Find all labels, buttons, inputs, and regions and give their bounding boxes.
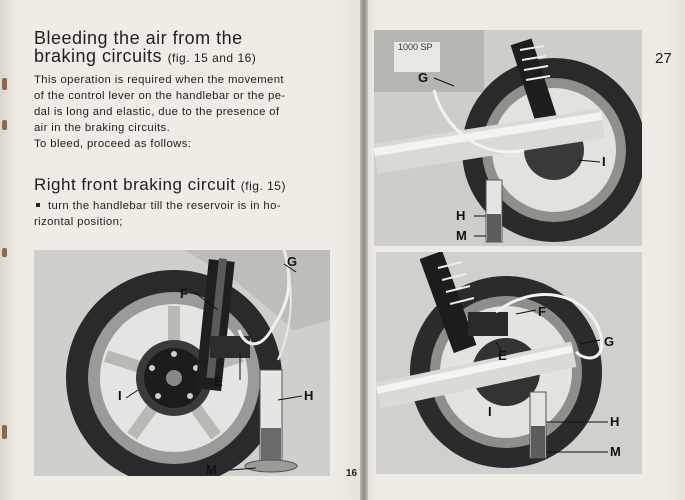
intro-line: dal is long and elastic, due to the pres… bbox=[34, 106, 280, 118]
title-text: braking circuits bbox=[34, 46, 163, 66]
figure-top-photo: 1000 SP G I H M bbox=[374, 30, 642, 246]
left-page-number: 16 bbox=[346, 468, 358, 479]
label-g: G bbox=[418, 70, 428, 85]
rust-mark bbox=[2, 120, 7, 130]
intro-line: air in the braking circuits. bbox=[34, 122, 171, 134]
label-i: I bbox=[118, 388, 122, 403]
label-m: M bbox=[206, 462, 217, 476]
intro-line: To bleed, proceed as follows: bbox=[34, 138, 192, 150]
step-paragraph: turn the handlebar till the reservoir is… bbox=[34, 198, 281, 230]
label-m: M bbox=[610, 444, 621, 459]
label-h: H bbox=[456, 208, 465, 223]
label-i: I bbox=[488, 404, 492, 419]
section-title: Right front braking circuit bbox=[34, 175, 236, 194]
rust-mark bbox=[2, 425, 7, 439]
step-line: rizontal position; bbox=[34, 216, 123, 228]
title-figure-ref: (fig. 15 and 16) bbox=[167, 51, 257, 65]
right-page-number: 27 bbox=[655, 50, 672, 67]
section-heading: Right front braking circuit (fig. 15) bbox=[34, 175, 286, 195]
label-i: I bbox=[602, 154, 606, 169]
title-line-1: Bleeding the air from the bbox=[34, 28, 243, 48]
title-line-2: braking circuits (fig. 15 and 16) bbox=[34, 46, 256, 67]
intro-line: This operation is required when the move… bbox=[34, 74, 284, 86]
label-g: G bbox=[287, 254, 297, 269]
intro-line: of the control lever on the handlebar or… bbox=[34, 90, 286, 102]
figure-bottom-photo: F G E I H M bbox=[376, 252, 642, 474]
figure-15-photo: G F E I H M bbox=[34, 250, 330, 476]
book-gutter bbox=[360, 0, 368, 500]
rust-mark bbox=[2, 78, 7, 90]
label-h: H bbox=[610, 414, 619, 429]
label-e: E bbox=[214, 374, 223, 389]
section-figure-ref: (fig. 15) bbox=[240, 179, 286, 193]
label-e: E bbox=[498, 348, 507, 363]
intro-paragraph: This operation is required when the move… bbox=[34, 72, 286, 152]
label-f: F bbox=[538, 304, 546, 319]
rust-mark bbox=[2, 248, 7, 257]
label-g: G bbox=[604, 334, 614, 349]
label-h: H bbox=[304, 388, 313, 403]
label-f: F bbox=[180, 286, 188, 301]
bullet-icon bbox=[36, 203, 40, 208]
step-line: turn the handlebar till the reservoir is… bbox=[48, 200, 281, 212]
tank-badge: 1000 SP bbox=[398, 42, 433, 52]
label-m: M bbox=[456, 228, 467, 243]
